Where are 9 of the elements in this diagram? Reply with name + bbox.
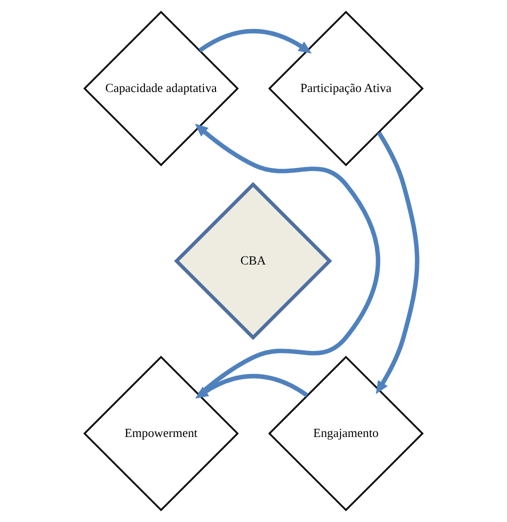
- node-diamond: Empowerment: [83, 356, 239, 512]
- node-diamond: Capacidade adaptativa: [83, 10, 239, 166]
- node-diamond: Engajamento: [268, 356, 424, 512]
- arrow: [376, 131, 420, 394]
- node-diamond: CBA: [174, 182, 332, 340]
- arrow: [195, 374, 308, 399]
- arrow: [198, 28, 312, 54]
- node-diamond: Participação Ativa: [268, 10, 424, 166]
- arrow: [194, 124, 380, 396]
